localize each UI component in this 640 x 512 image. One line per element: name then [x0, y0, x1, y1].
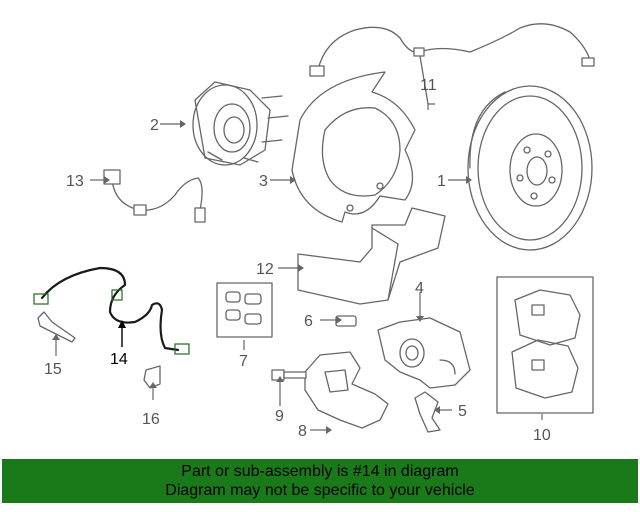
info-banner: Part or sub-assembly is #14 in diagram D…: [2, 459, 638, 503]
callout-4: 4: [415, 280, 424, 297]
callout-16: 16: [142, 411, 160, 428]
callout-9: 9: [275, 408, 284, 425]
callout-5: 5: [458, 403, 467, 420]
callout-8: 8: [298, 423, 307, 440]
part-5-spring-clip[interactable]: [414, 391, 441, 433]
callout-13: 13: [66, 173, 84, 190]
part-11-harness[interactable]: [309, 23, 595, 105]
callout-6: 6: [304, 313, 313, 330]
callout-2: 2: [150, 117, 159, 134]
banner-line-2: Diagram may not be specific to your vehi…: [165, 482, 475, 499]
leader-lines: [55, 103, 543, 431]
callout-1: 1: [437, 173, 446, 190]
part-12-brake-duct[interactable]: [297, 207, 446, 305]
part-15-bracket[interactable]: [37, 311, 76, 343]
leader-arrowheads: [52, 120, 472, 434]
part-7-guide-pin-kit[interactable]: [216, 282, 273, 338]
callout-14: 14: [110, 351, 128, 368]
callout-15: 15: [44, 361, 62, 378]
part-13-sensor[interactable]: [103, 169, 206, 223]
part-2-wheel-hub[interactable]: [192, 81, 289, 166]
callout-11: 11: [420, 77, 437, 94]
part-1-brake-rotor[interactable]: [467, 85, 593, 251]
part-4-caliper[interactable]: [377, 317, 471, 389]
part-3-dust-shield[interactable]: [291, 71, 416, 223]
part-10-brake-pads[interactable]: [496, 276, 594, 414]
part-8-caliper-bracket[interactable]: [304, 351, 389, 429]
part-14-wheel-speed-sensor[interactable]: [33, 266, 190, 355]
callout-3: 3: [259, 173, 268, 190]
banner-line-1: Part or sub-assembly is #14 in diagram: [181, 463, 459, 480]
callout-10: 10: [533, 427, 551, 444]
part-9-bolt[interactable]: [271, 369, 307, 381]
callout-7: 7: [239, 353, 248, 370]
callout-12: 12: [256, 261, 274, 278]
